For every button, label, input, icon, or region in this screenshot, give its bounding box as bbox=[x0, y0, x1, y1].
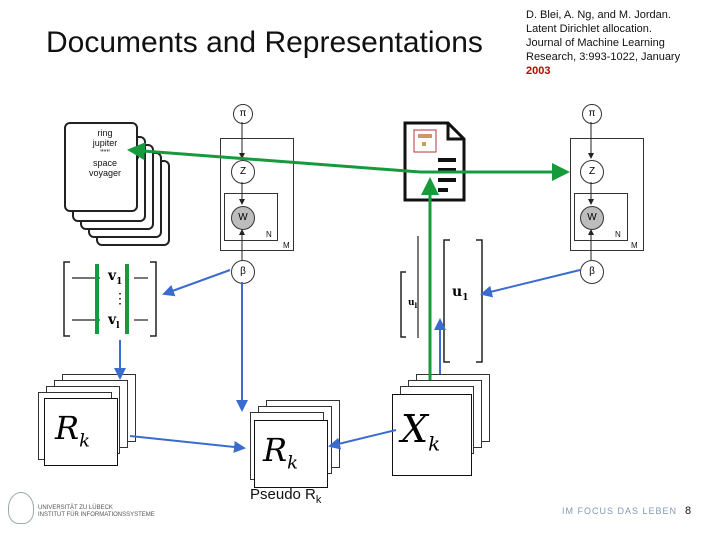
matrix-brackets bbox=[400, 236, 483, 363]
matrix-card-front: Rk bbox=[254, 420, 328, 488]
plate-m bbox=[570, 138, 644, 251]
plate-m bbox=[220, 138, 294, 251]
word: voyager bbox=[88, 168, 122, 178]
university-name: UNIVERSITÄT ZU LÜBECK INSTITUT FÜR INFOR… bbox=[38, 505, 155, 519]
word: """ bbox=[100, 148, 110, 158]
vertical-ellipsis: ⋮ bbox=[113, 290, 127, 306]
xk-symbol: Xk bbox=[401, 407, 441, 456]
pseudo-rk-label: Pseudo Rk bbox=[250, 486, 322, 506]
word: jupiter bbox=[92, 138, 118, 148]
vector-vl: vl bbox=[108, 312, 120, 331]
citation-line: Latent Dirichlet allocation. bbox=[526, 23, 652, 35]
slogan: IM FOCUS DAS LEBEN bbox=[562, 506, 678, 516]
plate-n bbox=[574, 193, 628, 241]
citation: D. Blei, A. Ng, and M. Jordan. Latent Di… bbox=[526, 8, 716, 78]
university-seal-logo bbox=[8, 492, 34, 524]
plate-n-label: N bbox=[615, 230, 621, 239]
rk-symbol: Rk bbox=[263, 431, 299, 474]
university-line: INSTITUT FÜR INFORMATIONSSYSTEME bbox=[38, 512, 155, 518]
document-words: ring jupiter """ space voyager bbox=[76, 128, 134, 178]
citation-line: Journal of Machine Learning bbox=[526, 37, 665, 49]
vector-ul: ul bbox=[408, 298, 418, 310]
blue-arrow-xk-pseudo bbox=[328, 429, 397, 450]
word: space bbox=[92, 158, 118, 168]
green-arrow-docs bbox=[127, 142, 421, 174]
citation-line: D. Blei, A. Ng, and M. Jordan. bbox=[526, 9, 671, 21]
pi-node: π bbox=[582, 104, 602, 124]
green-bar bbox=[125, 264, 129, 334]
plate-m-label: M bbox=[631, 241, 638, 250]
plate-n bbox=[224, 193, 278, 241]
z-node: Z bbox=[231, 160, 255, 184]
rk-symbol: Rk bbox=[55, 409, 91, 452]
blue-arrow-beta-v bbox=[162, 269, 231, 297]
vector-v1: v1 bbox=[108, 268, 123, 287]
matrix-card-front: Rk bbox=[44, 398, 118, 466]
beta-node: β bbox=[580, 260, 604, 284]
document-scroll bbox=[64, 122, 138, 212]
blue-arrow-beta-u bbox=[480, 269, 581, 298]
z-node: Z bbox=[580, 160, 604, 184]
vector-u1: u1 bbox=[452, 284, 469, 303]
citation-year: 2003 bbox=[526, 65, 551, 77]
plate-n-label: N bbox=[266, 230, 272, 239]
document-icon bbox=[403, 121, 466, 202]
w-node: W bbox=[580, 206, 604, 230]
pi-node: π bbox=[233, 104, 253, 124]
plate-m-label: M bbox=[283, 241, 290, 250]
word: ring bbox=[97, 128, 113, 138]
blue-arrow-rk-pseudo bbox=[129, 435, 246, 453]
slide-title: Documents and Representations bbox=[46, 26, 483, 59]
w-node: W bbox=[231, 206, 255, 230]
green-bar bbox=[95, 264, 99, 334]
page-number: 8 bbox=[685, 505, 692, 517]
university-line: UNIVERSITÄT ZU LÜBECK bbox=[38, 505, 113, 511]
citation-line: Research, 3:993-1022, January bbox=[526, 51, 681, 63]
matrix-card-front: Xk bbox=[392, 394, 472, 476]
